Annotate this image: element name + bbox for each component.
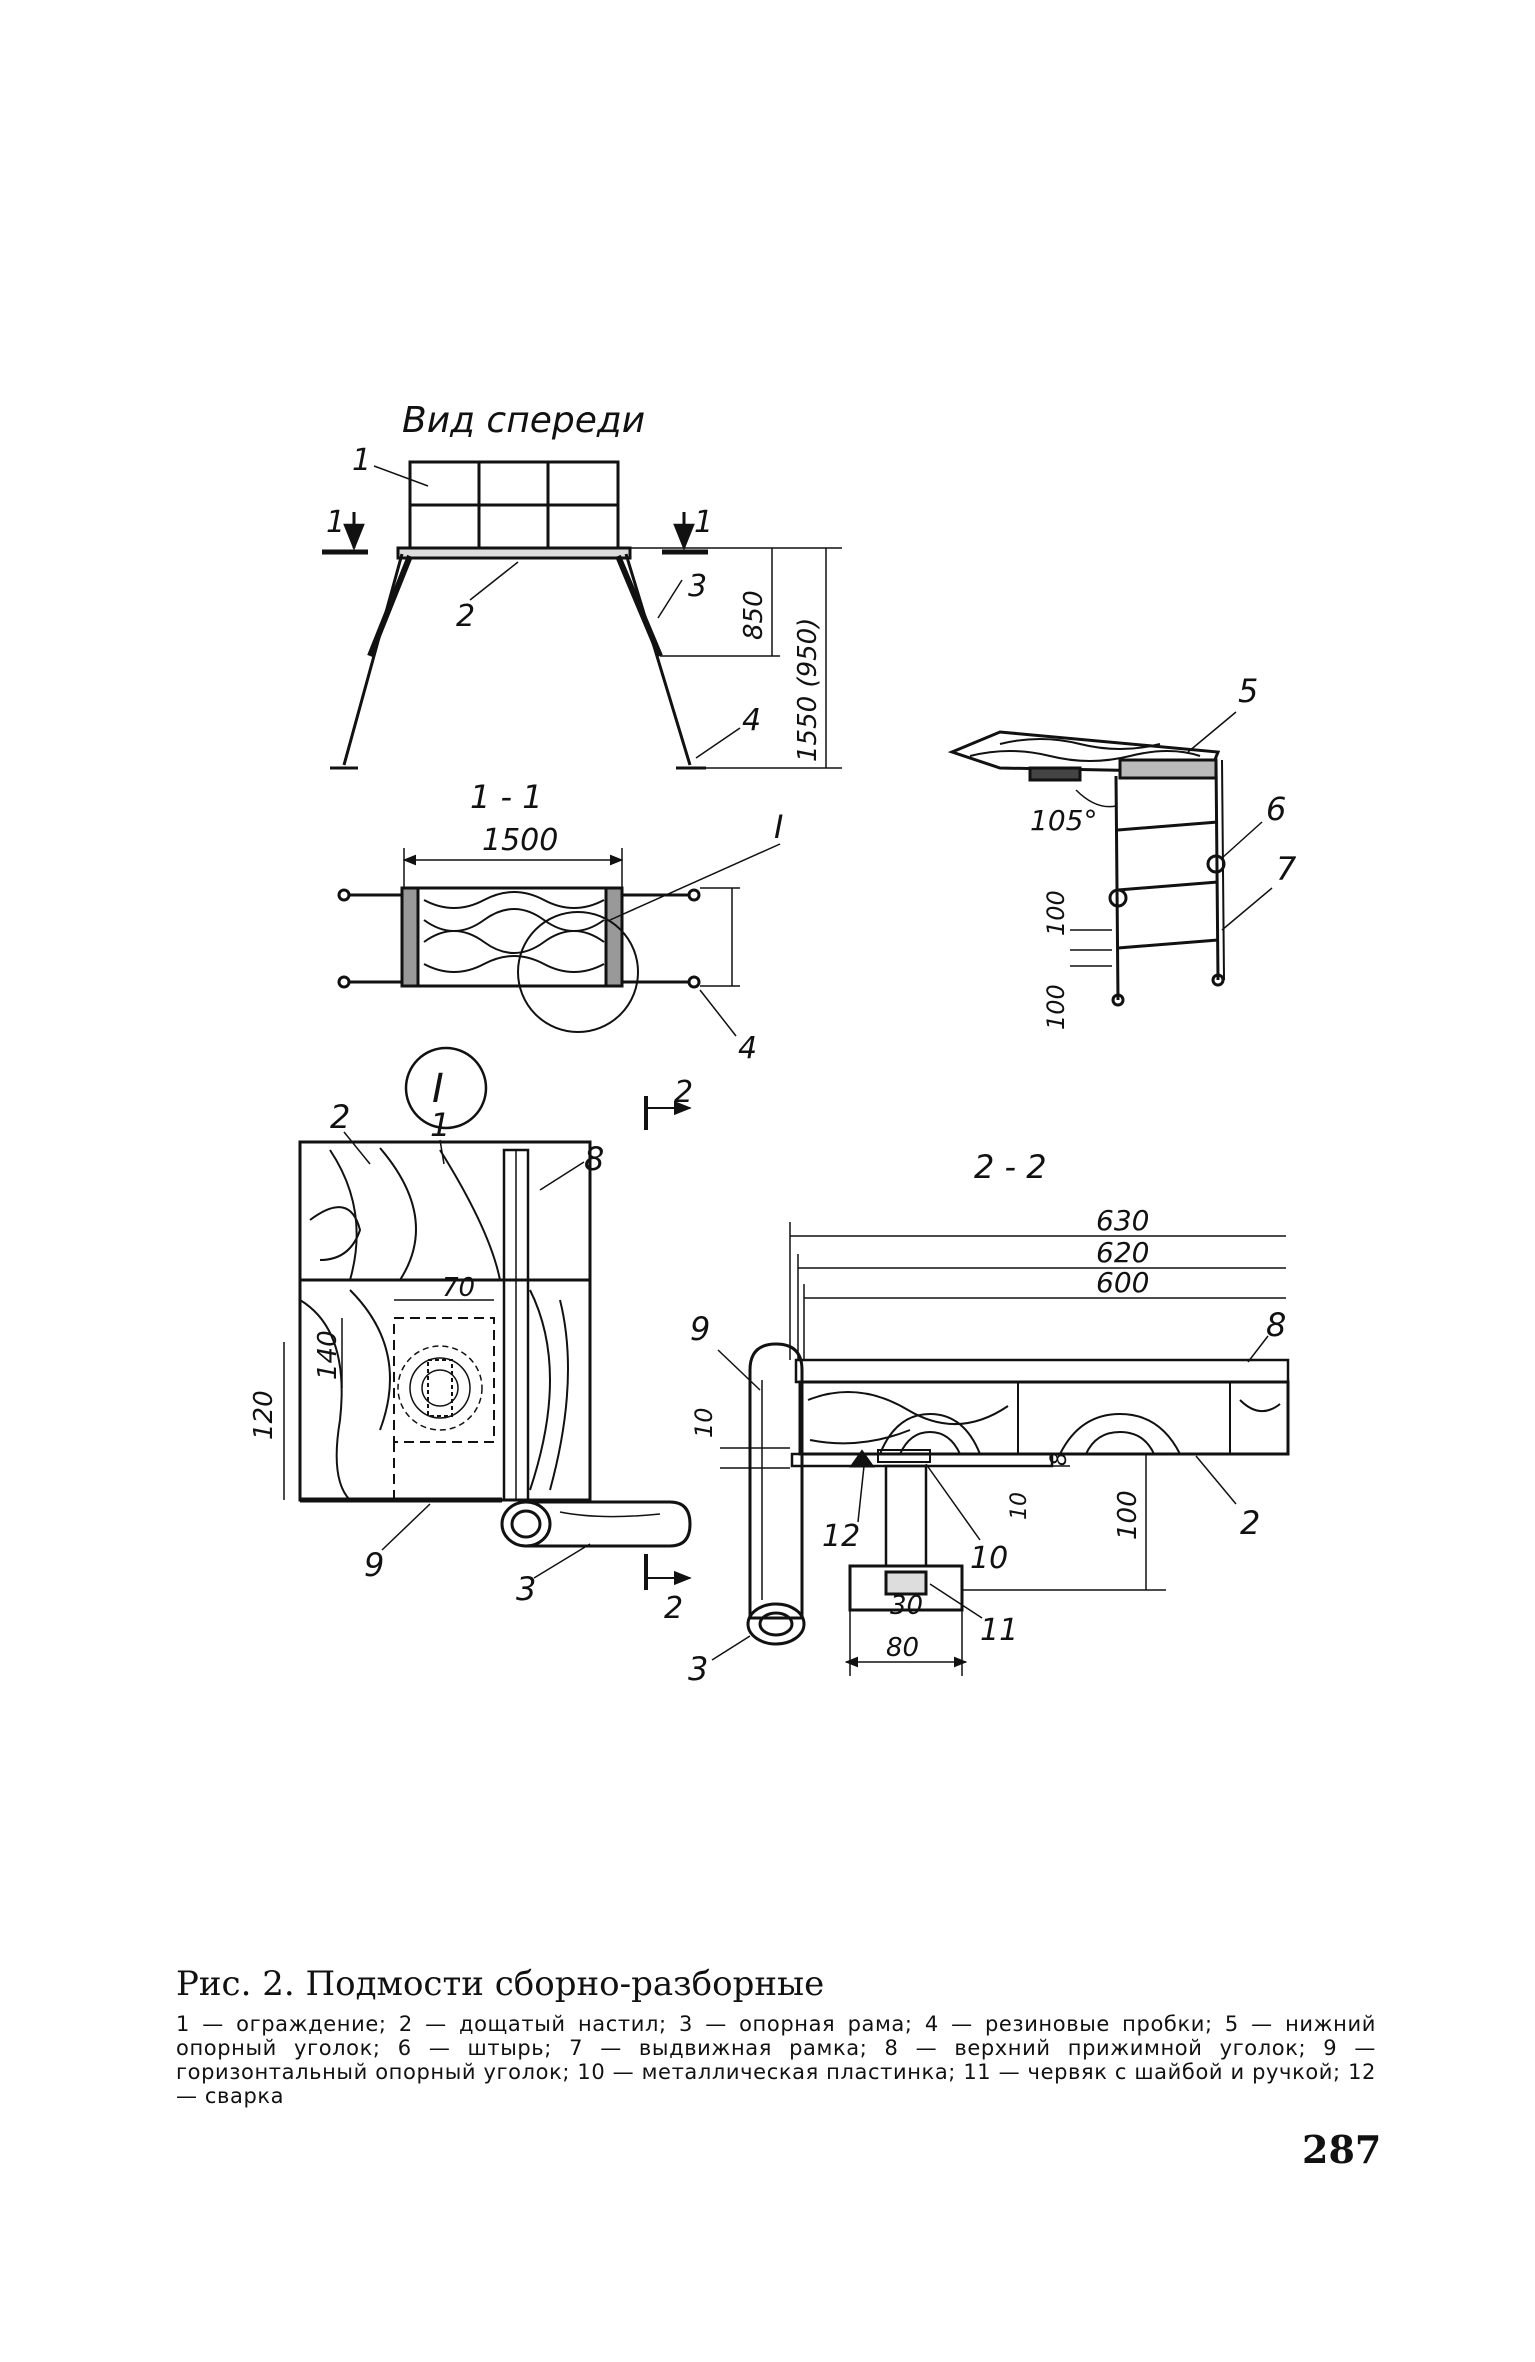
caption-title: Рис. 2. Подмости сборно-разборные xyxy=(176,1964,825,2004)
callout-2-detail: 2 xyxy=(330,1098,350,1136)
callout-4-section: 4 xyxy=(738,1031,757,1066)
callout-9-section: 9 xyxy=(690,1310,710,1348)
dim-10-left: 10 xyxy=(690,1407,718,1438)
dim-1500: 1500 xyxy=(482,823,558,858)
callout-8-section: 8 xyxy=(1266,1306,1286,1344)
callout-3-detail: 3 xyxy=(516,1570,536,1608)
callout-3-section: 3 xyxy=(688,1650,708,1688)
upper-clamp-angle-section xyxy=(794,1358,1290,1384)
section-1-1-title: 1 - 1 xyxy=(470,778,543,816)
dim-100-section: 100 xyxy=(1113,1490,1143,1540)
section-1-1: 1 - 1 1500 I 4 xyxy=(337,778,783,1066)
dim-100-lower: 100 xyxy=(1042,984,1070,1030)
caption-legend: 1 — ограждение; 2 — дощатый настил; 3 — … xyxy=(176,2012,1376,2108)
callout-7: 7 xyxy=(1276,850,1297,888)
page-number: 287 xyxy=(1302,2127,1382,2172)
ladder-upright-right xyxy=(1214,759,1220,981)
plank-deck xyxy=(396,546,632,560)
plank-section xyxy=(298,1140,592,1502)
dim-1550: 1550 (950) xyxy=(793,618,823,762)
callout-1-detail: 1 xyxy=(430,1106,450,1144)
dim-620: 620 xyxy=(1096,1236,1149,1269)
callout-2-section: 2 xyxy=(1240,1504,1260,1542)
angle-105: 105° xyxy=(1030,804,1097,837)
section-mark-1-left: 1 xyxy=(326,505,345,540)
callout-11: 11 xyxy=(980,1613,1018,1648)
section-mark-1-right: 1 xyxy=(694,505,713,540)
callout-6: 6 xyxy=(1266,790,1286,828)
callout-1-front: 1 xyxy=(352,443,371,478)
section-2-2: 2 - 2 630 620 600 30 xyxy=(688,1148,1290,1688)
callout-3-front: 3 xyxy=(688,569,707,604)
section-2-2-title: 2 - 2 xyxy=(974,1148,1047,1186)
callout-2-front: 2 xyxy=(456,599,475,634)
dim-70: 70 xyxy=(442,1273,475,1303)
dim-120: 120 xyxy=(249,1390,279,1440)
callout-10: 10 xyxy=(970,1541,1008,1576)
front-view: Вид спереди 1 2 3 4 1 xyxy=(322,400,842,770)
support-frame-left xyxy=(342,553,404,766)
dim-30: 30 xyxy=(890,1591,923,1621)
dim-100-upper: 100 xyxy=(1042,890,1070,936)
callout-9-detail: 9 xyxy=(364,1546,384,1584)
dim-10-right: 10 xyxy=(1007,1492,1032,1520)
ladder-upright-left xyxy=(1114,775,1120,1001)
screw-handle xyxy=(848,1564,964,1612)
support-frame-right xyxy=(624,553,692,766)
dim-850: 850 xyxy=(739,590,769,640)
detail-I-title: I xyxy=(432,1066,444,1112)
detail-I-marker: I xyxy=(774,808,783,846)
front-view-title: Вид спереди xyxy=(402,400,645,441)
callout-5: 5 xyxy=(1238,672,1258,710)
callout-12: 12 xyxy=(822,1519,860,1554)
dim-600: 600 xyxy=(1096,1266,1149,1299)
section-mark-2-top: 2 xyxy=(674,1075,693,1110)
dim-80: 80 xyxy=(886,1633,919,1663)
figure-caption: Рис. 2. Подмости сборно-разборные 1 — ог… xyxy=(176,1962,1376,2108)
side-view: 105° 100 100 5 6 7 xyxy=(947,672,1297,1030)
dim-630: 630 xyxy=(1096,1204,1149,1237)
dim-8: 8 xyxy=(1047,1452,1072,1466)
detail-I: I 2 2 xyxy=(249,1046,693,1626)
section-mark-2-bottom: 2 xyxy=(664,1591,683,1626)
detail-I-circle xyxy=(517,911,639,1033)
callout-4-front: 4 xyxy=(742,703,761,738)
callout-8-detail: 8 xyxy=(584,1140,604,1178)
dim-140: 140 xyxy=(313,1330,343,1380)
